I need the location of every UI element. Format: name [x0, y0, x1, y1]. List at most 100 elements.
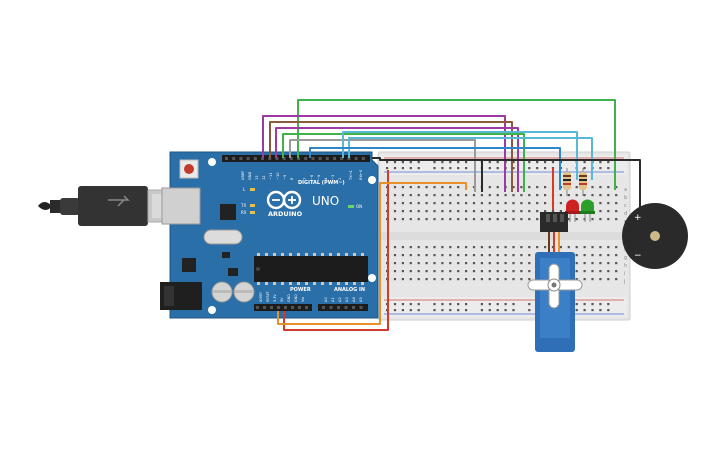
hole	[246, 157, 250, 160]
crystal-oscillator	[203, 229, 243, 245]
hole	[304, 157, 308, 160]
hole	[615, 278, 618, 281]
hole	[329, 306, 333, 309]
hole	[305, 253, 308, 256]
hole	[607, 210, 610, 213]
hole	[599, 161, 602, 164]
pin-label: RX←0	[359, 169, 363, 180]
led-red[interactable]	[565, 199, 580, 223]
hole	[496, 270, 499, 273]
hole	[599, 262, 602, 265]
hole	[536, 210, 539, 213]
resistors[interactable]	[563, 168, 587, 196]
arduino-uno-board[interactable]: ARDUINO UNO DIGITAL (PWM~) POWER ANALOG …	[160, 151, 379, 319]
hole	[457, 194, 460, 197]
pin-label: 13	[255, 175, 259, 180]
hole	[393, 167, 397, 170]
hole	[520, 194, 523, 197]
hole	[433, 161, 436, 164]
hole	[544, 186, 547, 189]
hole	[559, 202, 562, 205]
hole	[449, 270, 452, 273]
hole	[417, 218, 420, 221]
hole	[607, 303, 610, 306]
hole	[599, 186, 602, 189]
hole	[528, 218, 531, 221]
digital-pin-header[interactable]	[222, 155, 370, 162]
pin-label: ~3	[331, 175, 335, 180]
hole	[520, 210, 523, 213]
row-label-i: i	[624, 271, 625, 277]
hole	[488, 262, 491, 265]
wires[interactable]	[262, 99, 641, 331]
hole	[583, 278, 586, 281]
hole	[591, 186, 594, 189]
hole	[488, 254, 491, 257]
hole	[409, 270, 412, 273]
usb-socket	[161, 187, 201, 225]
hole	[488, 210, 491, 213]
hole	[449, 246, 452, 249]
hole	[318, 157, 322, 160]
hole	[591, 303, 594, 306]
power-pin-header[interactable]	[254, 304, 312, 311]
hole	[583, 262, 586, 265]
hole	[282, 157, 286, 160]
chip-pins	[257, 253, 364, 285]
hole	[504, 194, 507, 197]
row-label-a: a	[624, 187, 627, 193]
analog-pin-header[interactable]	[318, 304, 368, 311]
hole	[409, 278, 412, 281]
led-green[interactable]	[580, 199, 595, 223]
hole	[496, 254, 499, 257]
servo-motor[interactable]	[527, 212, 583, 352]
hole	[449, 218, 452, 221]
pin-label: A2	[338, 297, 342, 302]
hole	[449, 262, 452, 265]
hole	[583, 161, 586, 164]
hole	[480, 309, 483, 312]
hole	[340, 157, 344, 160]
hole	[305, 306, 308, 309]
rx-led	[250, 211, 255, 214]
hole	[433, 270, 436, 273]
hole	[409, 161, 412, 164]
hole	[559, 246, 562, 249]
hole	[457, 270, 460, 273]
hole	[615, 254, 618, 257]
pin-label: Vin	[301, 297, 305, 302]
hole	[599, 303, 602, 306]
hole	[449, 210, 452, 213]
hole	[417, 202, 420, 205]
hole	[401, 218, 404, 221]
model-label: UNO	[312, 194, 339, 208]
hole	[583, 246, 586, 249]
usb-chip	[220, 204, 236, 220]
hole	[441, 270, 444, 273]
mounting-hole	[208, 306, 216, 314]
hole	[417, 303, 420, 306]
hole	[433, 210, 436, 213]
hole	[512, 254, 515, 257]
hole	[472, 246, 476, 249]
pin-label: IOREF	[259, 292, 263, 302]
hole	[449, 254, 452, 257]
hole	[441, 278, 444, 281]
hole	[277, 306, 280, 309]
hole	[393, 309, 397, 312]
hole	[273, 253, 276, 256]
hole	[345, 253, 348, 256]
hole	[536, 202, 539, 205]
hole	[433, 254, 436, 257]
hole	[615, 246, 618, 249]
hole	[488, 270, 491, 273]
hole	[329, 282, 332, 285]
hole	[257, 282, 260, 285]
hole	[465, 278, 468, 281]
hole	[607, 218, 610, 221]
hole	[504, 303, 507, 306]
piezo-buzzer[interactable]: + −	[622, 203, 688, 269]
hole	[225, 157, 228, 160]
brand-label: ARDUINO	[268, 210, 303, 218]
hole	[472, 194, 476, 197]
